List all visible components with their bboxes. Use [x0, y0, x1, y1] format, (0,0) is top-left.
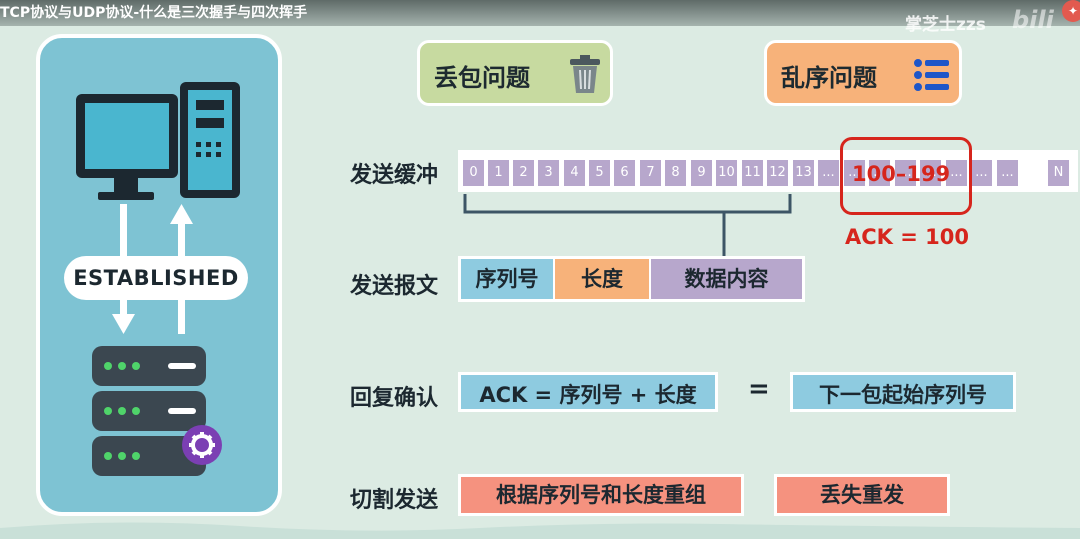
segment-bracket [463, 194, 792, 260]
highlight-range-box [840, 137, 972, 215]
buffer-cell: N [1048, 160, 1069, 186]
buffer-cell: ... [997, 160, 1018, 186]
buffer-cell: 13 [793, 160, 814, 186]
buffer-cell: 4 [564, 160, 585, 186]
buffer-cell: 2 [513, 160, 534, 186]
desktop-tower-icon [180, 82, 240, 198]
ack-formula-box: ACK = 序列号 + 长度 [458, 372, 718, 412]
retransmit-box: 丢失重发 [774, 474, 950, 516]
uploader-watermark: 掌芝士zzs [905, 15, 986, 35]
trash-can-icon [570, 55, 600, 93]
buffer-cell: ... [844, 160, 865, 186]
equals-sign: = [748, 374, 770, 404]
ack-reply-label: 回复确认 [350, 386, 439, 411]
buffer-cell: ... [869, 160, 890, 186]
corner-badge-icon[interactable]: ✦ [1062, 0, 1080, 22]
server-rack-icon [92, 346, 206, 476]
data-content-field: 数据内容 [651, 259, 802, 299]
bottom-wave-decoration [0, 522, 1080, 539]
send-buffer-label: 发送缓冲 [350, 163, 439, 188]
packet-loss-button[interactable]: 丢包问题 [417, 40, 613, 106]
monitor-icon [76, 94, 178, 200]
video-top-bar [0, 0, 1080, 26]
buffer-cell: 8 [665, 160, 686, 186]
buffer-cell: ... [895, 160, 916, 186]
video-title: TCP协议与UDP协议-什么是三次握手与四次挥手 [0, 5, 308, 21]
buffer-cell: 12 [767, 160, 788, 186]
gear-icon [182, 425, 222, 465]
buffer-cell: ... [920, 160, 941, 186]
buffer-cell: 3 [538, 160, 559, 186]
established-state-label: ESTABLISHED [64, 256, 248, 300]
buffer-cell: 7 [640, 160, 661, 186]
split-send-label: 切割发送 [350, 488, 439, 513]
highlight-range-label: 100–199 [852, 162, 951, 186]
out-of-order-label: 乱序问题 [781, 64, 877, 92]
platform-logo: bili [1012, 6, 1054, 34]
buffer-cell: 11 [742, 160, 763, 186]
seq-number-field: 序列号 [461, 259, 553, 299]
ack-value-label: ACK = 100 [845, 225, 969, 249]
buffer-cell: ... [971, 160, 992, 186]
send-segment-label: 发送报文 [350, 274, 439, 299]
reassemble-box: 根据序列号和长度重组 [458, 474, 744, 516]
out-of-order-button[interactable]: 乱序问题 [764, 40, 962, 106]
buffer-cell: 6 [614, 160, 635, 186]
buffer-cell: 0 [463, 160, 484, 186]
buffer-cell: ... [818, 160, 839, 186]
buffer-cell: 9 [691, 160, 712, 186]
length-field: 长度 [555, 259, 649, 299]
next-seq-box: 下一包起始序列号 [790, 372, 1016, 412]
buffer-cell: 1 [488, 160, 509, 186]
packet-loss-label: 丢包问题 [434, 64, 530, 92]
buffer-cell: ... [946, 160, 967, 186]
buffer-cell: 5 [589, 160, 610, 186]
list-icon [914, 59, 949, 91]
buffer-cell: 10 [716, 160, 737, 186]
